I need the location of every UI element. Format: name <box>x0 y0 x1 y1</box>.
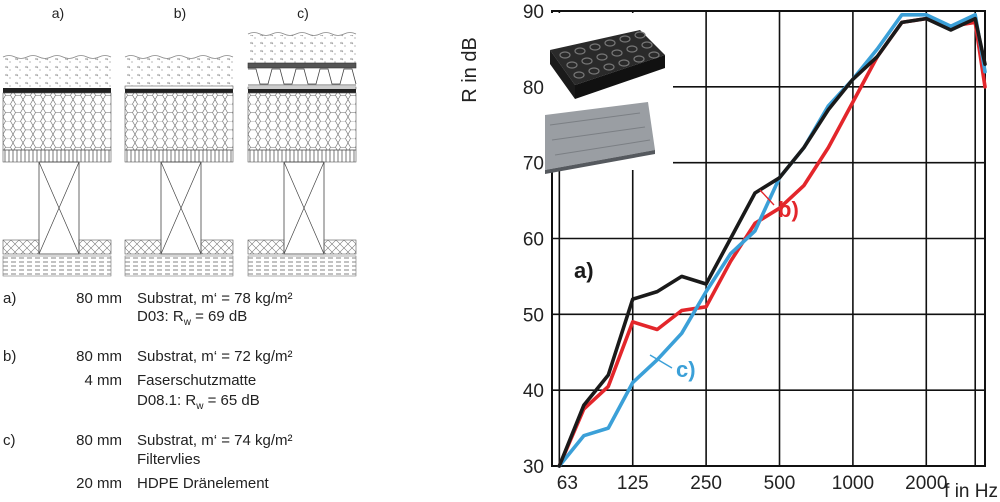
construction-legend: a) 80 mm Substrat, m‘ = 78 kg/m² D03: Rw… <box>0 285 440 502</box>
sound-reduction-chart: 30 40 50 60 70 80 90 63 125 250 500 1000 2000 a) b) c)… <box>459 2 998 502</box>
series-line-a <box>557 16 987 468</box>
fibre-mat-image <box>545 102 655 174</box>
x-tick-label: 63 <box>557 473 578 494</box>
x-tick-label: 2000 <box>905 473 947 494</box>
legend-text: Filtervlies <box>137 451 201 468</box>
legend-rating-sub: w <box>183 317 191 328</box>
x-axis-label: f in Hz <box>944 481 998 502</box>
series-labels: a) b) c) <box>574 189 799 382</box>
series-label-leader <box>759 189 775 206</box>
y-tick-label: 70 <box>523 154 544 175</box>
legend-key-c: c) <box>3 432 16 449</box>
y-tick-label: 40 <box>523 381 544 402</box>
y-tick-label: 30 <box>523 457 544 478</box>
legend-rating-label: D08.1: R <box>137 392 197 409</box>
legend-thickness: 80 mm <box>76 348 122 365</box>
legend-rating-sub: w <box>196 401 204 412</box>
legend-text: HDPE Dränelement <box>137 475 269 492</box>
legend-rating: D03: Rw = 69 dB <box>137 308 247 328</box>
x-tick-label: 125 <box>617 473 649 494</box>
legend-thickness: 4 mm <box>84 372 123 389</box>
legend-thickness: 80 mm <box>76 290 122 307</box>
section-c: c) <box>247 5 357 277</box>
series-label-c: c) <box>676 357 696 382</box>
legend-thickness: 20 mm <box>76 475 122 492</box>
x-tick-label: 500 <box>764 473 796 494</box>
y-tick-label: 50 <box>523 305 544 326</box>
series-label-leader <box>649 354 673 369</box>
series-label-b: b) <box>778 197 799 222</box>
legend-text: Substrat, m‘ = 74 kg/m² <box>137 432 293 449</box>
x-tick-label: 250 <box>690 473 722 494</box>
series-label-a: a) <box>574 258 594 283</box>
legend-rating-label: D03: R <box>137 308 184 325</box>
legend-text: Faserschutzmatte <box>137 372 257 389</box>
y-tick-label: 80 <box>523 78 544 99</box>
chart-series <box>557 13 987 468</box>
section-a: a) <box>2 5 112 277</box>
legend-text: Substrat, m‘ = 78 kg/m² <box>137 290 293 307</box>
legend-key-a: a) <box>3 290 17 307</box>
y-tick-label: 60 <box>523 230 544 251</box>
x-tick-label: 1000 <box>832 473 874 494</box>
y-tick-label: 90 <box>523 2 544 23</box>
section-label-c: c) <box>297 5 309 21</box>
section-b: b) <box>124 5 234 277</box>
y-axis-label: R in dB <box>459 37 481 103</box>
chart-ticks: 30 40 50 60 70 80 90 63 125 250 500 1000 2000 <box>523 2 948 494</box>
drainage-element-image <box>550 30 665 99</box>
legend-rating-value: = 69 dB <box>190 308 248 325</box>
roof-section-diagrams: a) b) c) <box>2 5 357 277</box>
legend-key-b: b) <box>3 348 17 365</box>
product-inset <box>535 13 673 174</box>
legend-thickness: 80 mm <box>76 432 122 449</box>
legend-rating: D08.1: Rw = 65 dB <box>137 392 260 412</box>
section-label-b: b) <box>174 5 186 21</box>
legend-text: Substrat, m‘ = 72 kg/m² <box>137 348 293 365</box>
legend-rating-value: = 65 dB <box>203 392 260 409</box>
section-label-a: a) <box>52 5 64 21</box>
